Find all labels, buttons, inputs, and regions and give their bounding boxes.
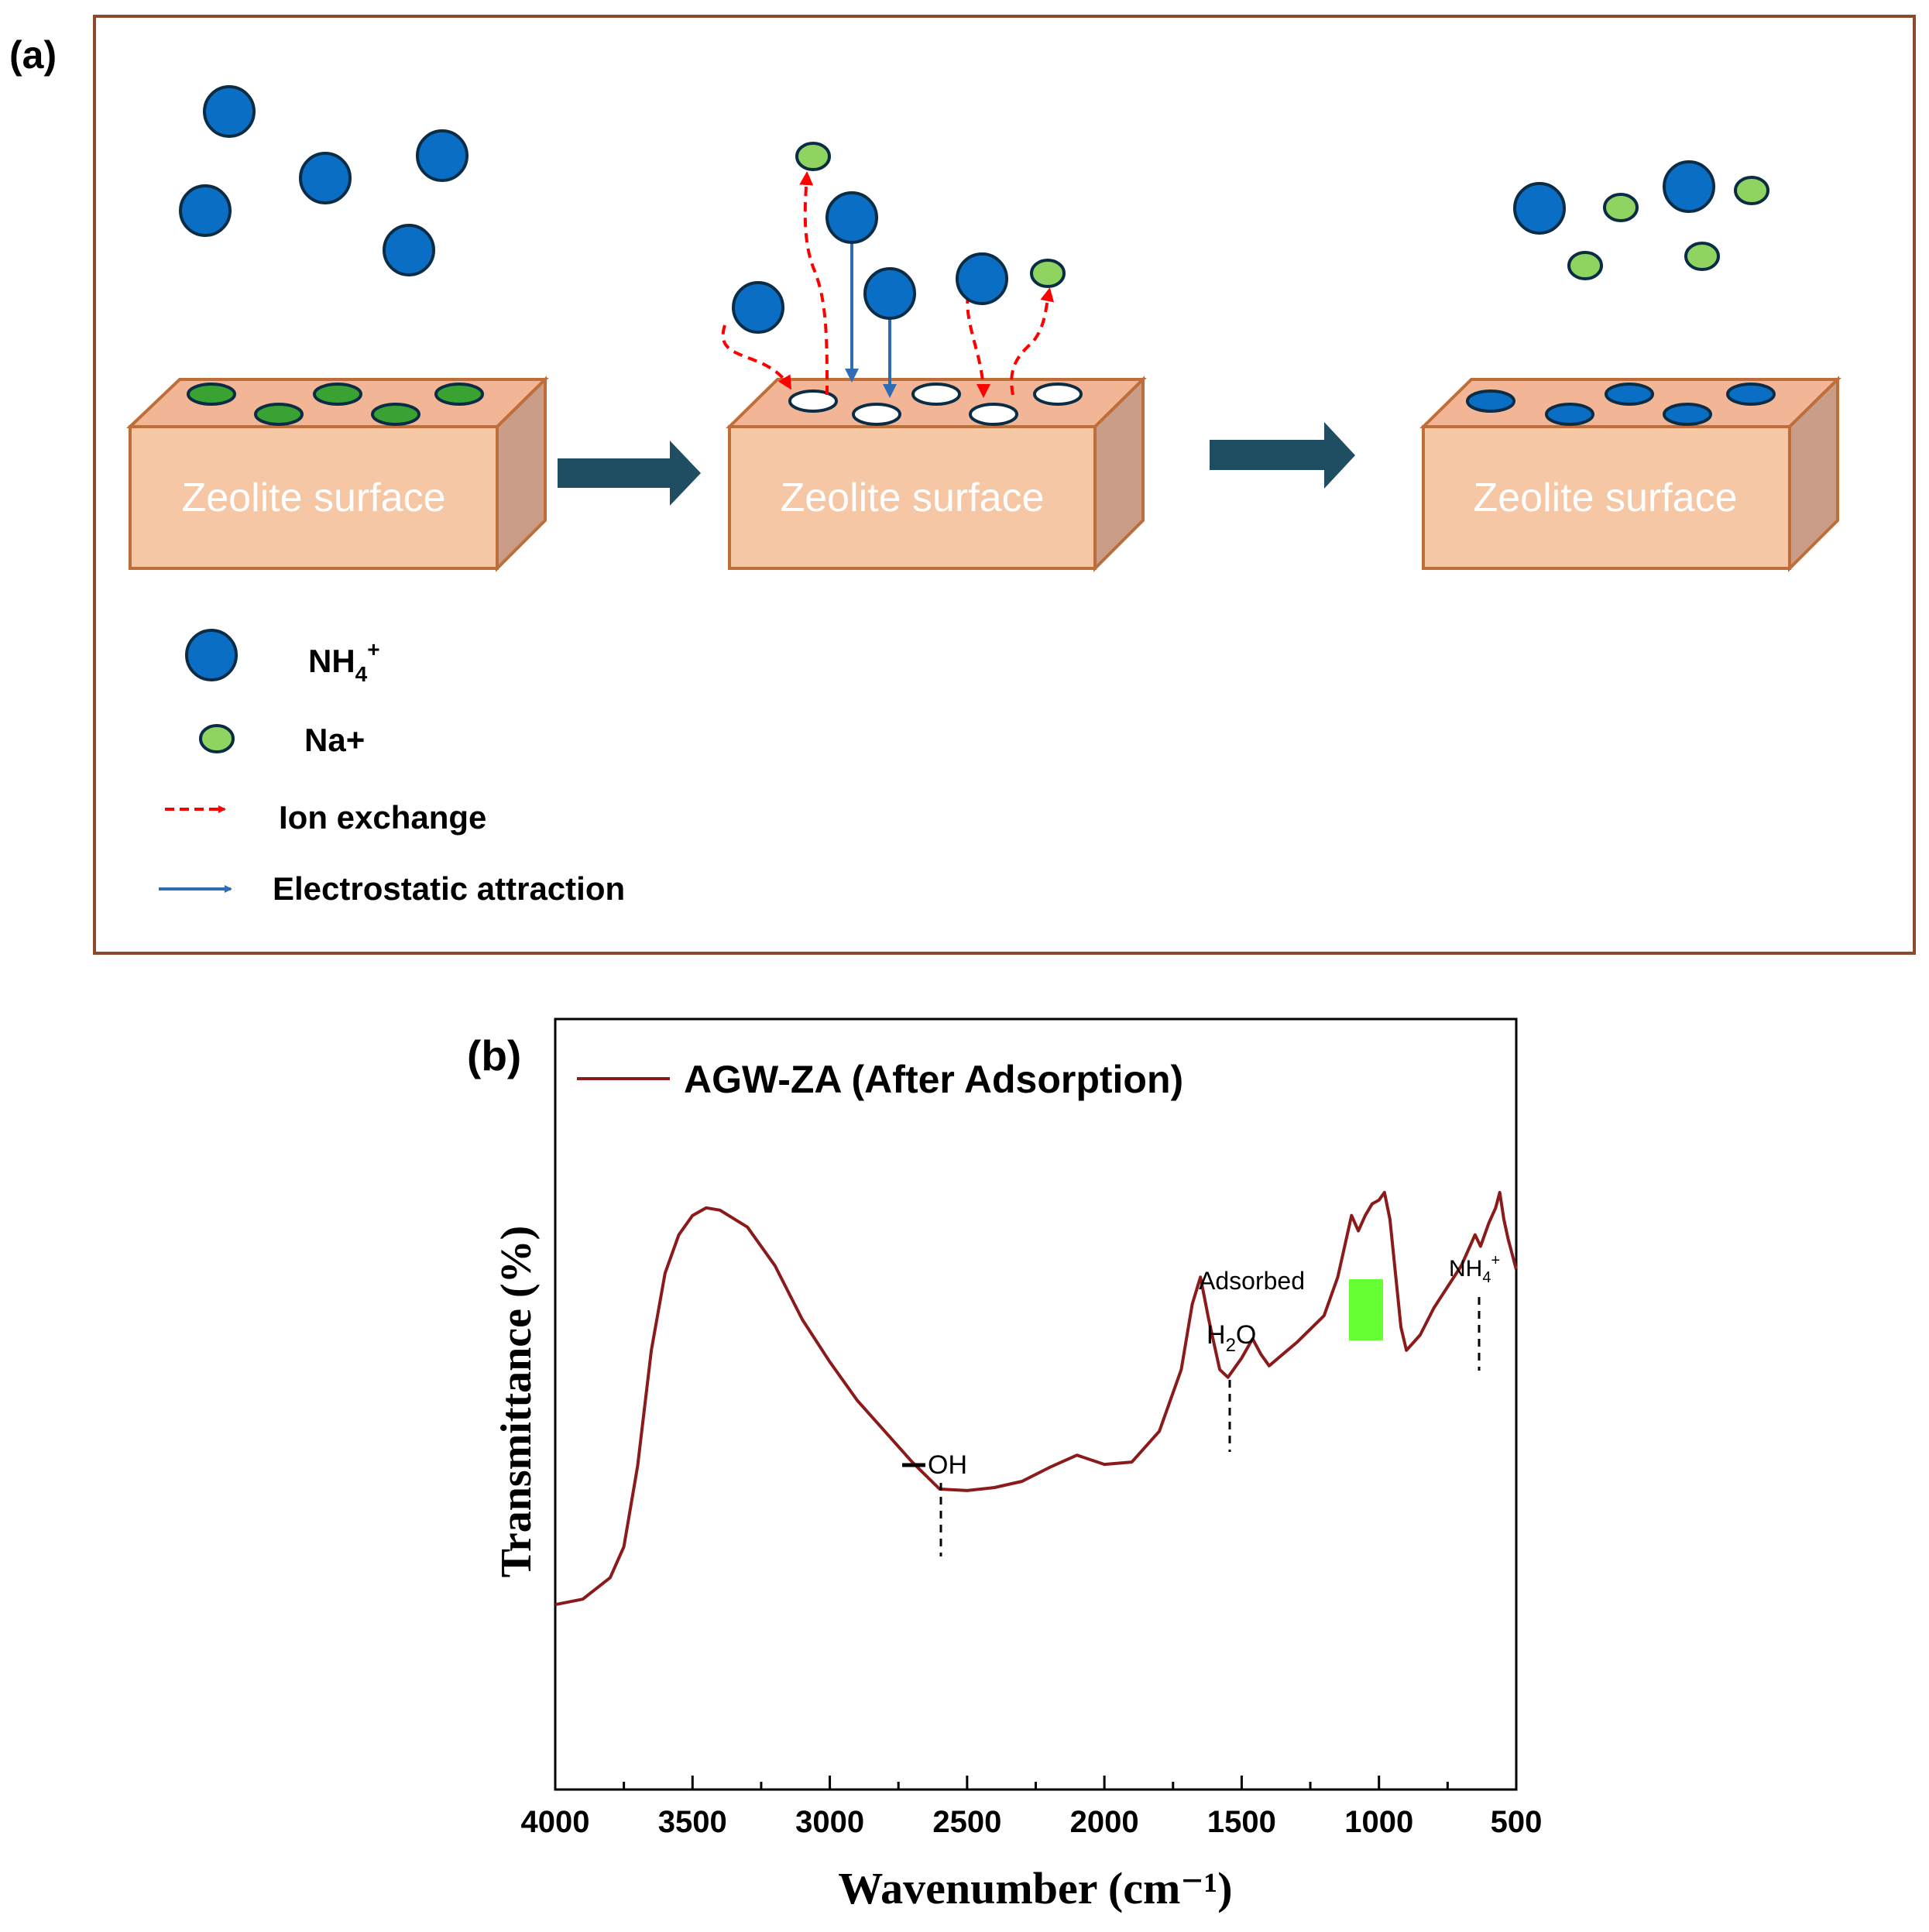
- ion-exchange-arrow: [1010, 287, 1055, 396]
- vacant-site: [969, 403, 1018, 426]
- spectrum-line: [554, 1190, 1518, 1607]
- na-ion: [1603, 193, 1639, 222]
- na-ion: [1734, 176, 1769, 205]
- legend-label: AGW-ZA (After Adsorption): [684, 1058, 1183, 1101]
- legend-na-label: Na+: [304, 722, 365, 758]
- nh4-ion: [299, 152, 352, 204]
- panel-a-legend: NH4+ Na+ Ion exchange Electrostatic attr…: [159, 629, 625, 907]
- x-tick-label: 2000: [1070, 1805, 1139, 1839]
- nh4-site: [1726, 383, 1776, 406]
- legend-na-marker: [199, 724, 235, 753]
- x-tick-label: 4000: [521, 1805, 590, 1839]
- vacant-site: [911, 383, 961, 406]
- nh4-peak-label: NH4+: [1449, 1252, 1500, 1286]
- zeolite-surface-label: Zeolite surface: [780, 475, 1044, 520]
- na-ion: [1030, 259, 1066, 288]
- x-tick-label: 1000: [1344, 1805, 1413, 1839]
- na-site: [187, 383, 236, 406]
- vacant-site: [852, 403, 901, 426]
- zeolite-surface-label: Zeolite surface: [1473, 475, 1737, 520]
- nh4-sites: [1466, 383, 1776, 426]
- ion-exchange-arrow: [799, 171, 829, 396]
- block-front: [1422, 425, 1791, 570]
- nh4-ion: [956, 252, 1008, 305]
- na-site: [434, 383, 484, 406]
- block-front: [129, 425, 499, 570]
- na-ion: [1567, 251, 1603, 280]
- x-tick-label: 3500: [658, 1805, 727, 1839]
- highlight-box: [1349, 1279, 1383, 1340]
- zeolite-surface-label: Zeolite surface: [181, 475, 445, 520]
- step-arrow: [1210, 422, 1355, 489]
- electrostatic-arrows: [845, 237, 897, 398]
- x-axis: 4000 3500 3000 2500 2000 1500 1000 500: [521, 1776, 1543, 1839]
- x-tick-label: 2500: [932, 1805, 1001, 1839]
- nh4-ion: [825, 191, 878, 244]
- step-arrow: [558, 441, 701, 506]
- nh4-site: [1605, 383, 1654, 406]
- zeolite-block-3: Zeolite surface: [1419, 376, 1841, 572]
- nh4-ion: [203, 85, 256, 138]
- na-sites: [187, 383, 484, 426]
- adsorbed-label: Adsorbed: [1199, 1267, 1305, 1295]
- vacant-sites: [788, 383, 1083, 426]
- h2o-label: H2O: [1206, 1320, 1256, 1356]
- nh4-site: [1545, 403, 1594, 426]
- stage-1-ions: [179, 85, 469, 276]
- vacant-site: [1033, 383, 1083, 406]
- legend-electrostatic-label: Electrostatic attraction: [273, 870, 625, 907]
- legend-nh4-marker: [185, 629, 238, 681]
- ion-exchange-arrow: [966, 293, 990, 398]
- nh4-site: [1466, 389, 1515, 413]
- y-axis-label: Transmittance (%): [493, 1226, 541, 1578]
- x-axis-label: Wavenumber (cm⁻¹): [838, 1863, 1232, 1913]
- nh4-site: [1663, 403, 1712, 426]
- panel-b-label: (b): [467, 1031, 521, 1079]
- panel-a-label: (a): [9, 33, 57, 77]
- nh4-ion: [416, 129, 469, 182]
- legend-ion-exchange-label: Ion exchange: [279, 799, 486, 836]
- nh4-ion: [863, 267, 916, 320]
- nh4-ion: [732, 281, 784, 334]
- na-site: [371, 403, 420, 426]
- chart: 4000 3500 3000 2500 2000 1500 1000 500 Wavenumb…: [493, 1017, 1543, 1913]
- oh-label: OH: [928, 1450, 967, 1480]
- zeolite-block-1: Zeolite surface: [126, 376, 549, 572]
- vacant-site: [788, 389, 838, 413]
- stage-3-ions: [1513, 160, 1769, 280]
- x-tick-label: 3000: [795, 1805, 864, 1839]
- na-site: [254, 403, 304, 426]
- plot-frame: [554, 1017, 1518, 1791]
- nh4-ion: [179, 184, 232, 237]
- na-ion: [795, 142, 831, 171]
- zeolite-block-2: Zeolite surface: [726, 376, 1147, 572]
- ion-exchange-arrows: [721, 171, 1055, 398]
- legend-nh4-label: NH4+: [308, 637, 380, 686]
- x-tick-label: 500: [1491, 1805, 1543, 1839]
- ion-exchange-arrow: [721, 324, 792, 390]
- nh4-ion: [1663, 160, 1715, 213]
- x-tick-label: 1500: [1207, 1805, 1276, 1839]
- nh4-ion: [383, 224, 435, 276]
- na-ion: [1684, 242, 1720, 271]
- panel-a-frame: [93, 15, 1916, 955]
- stage-2-ions: [732, 142, 1066, 334]
- na-site: [313, 383, 362, 406]
- block-front: [728, 425, 1097, 570]
- nh4-ion: [1513, 182, 1566, 235]
